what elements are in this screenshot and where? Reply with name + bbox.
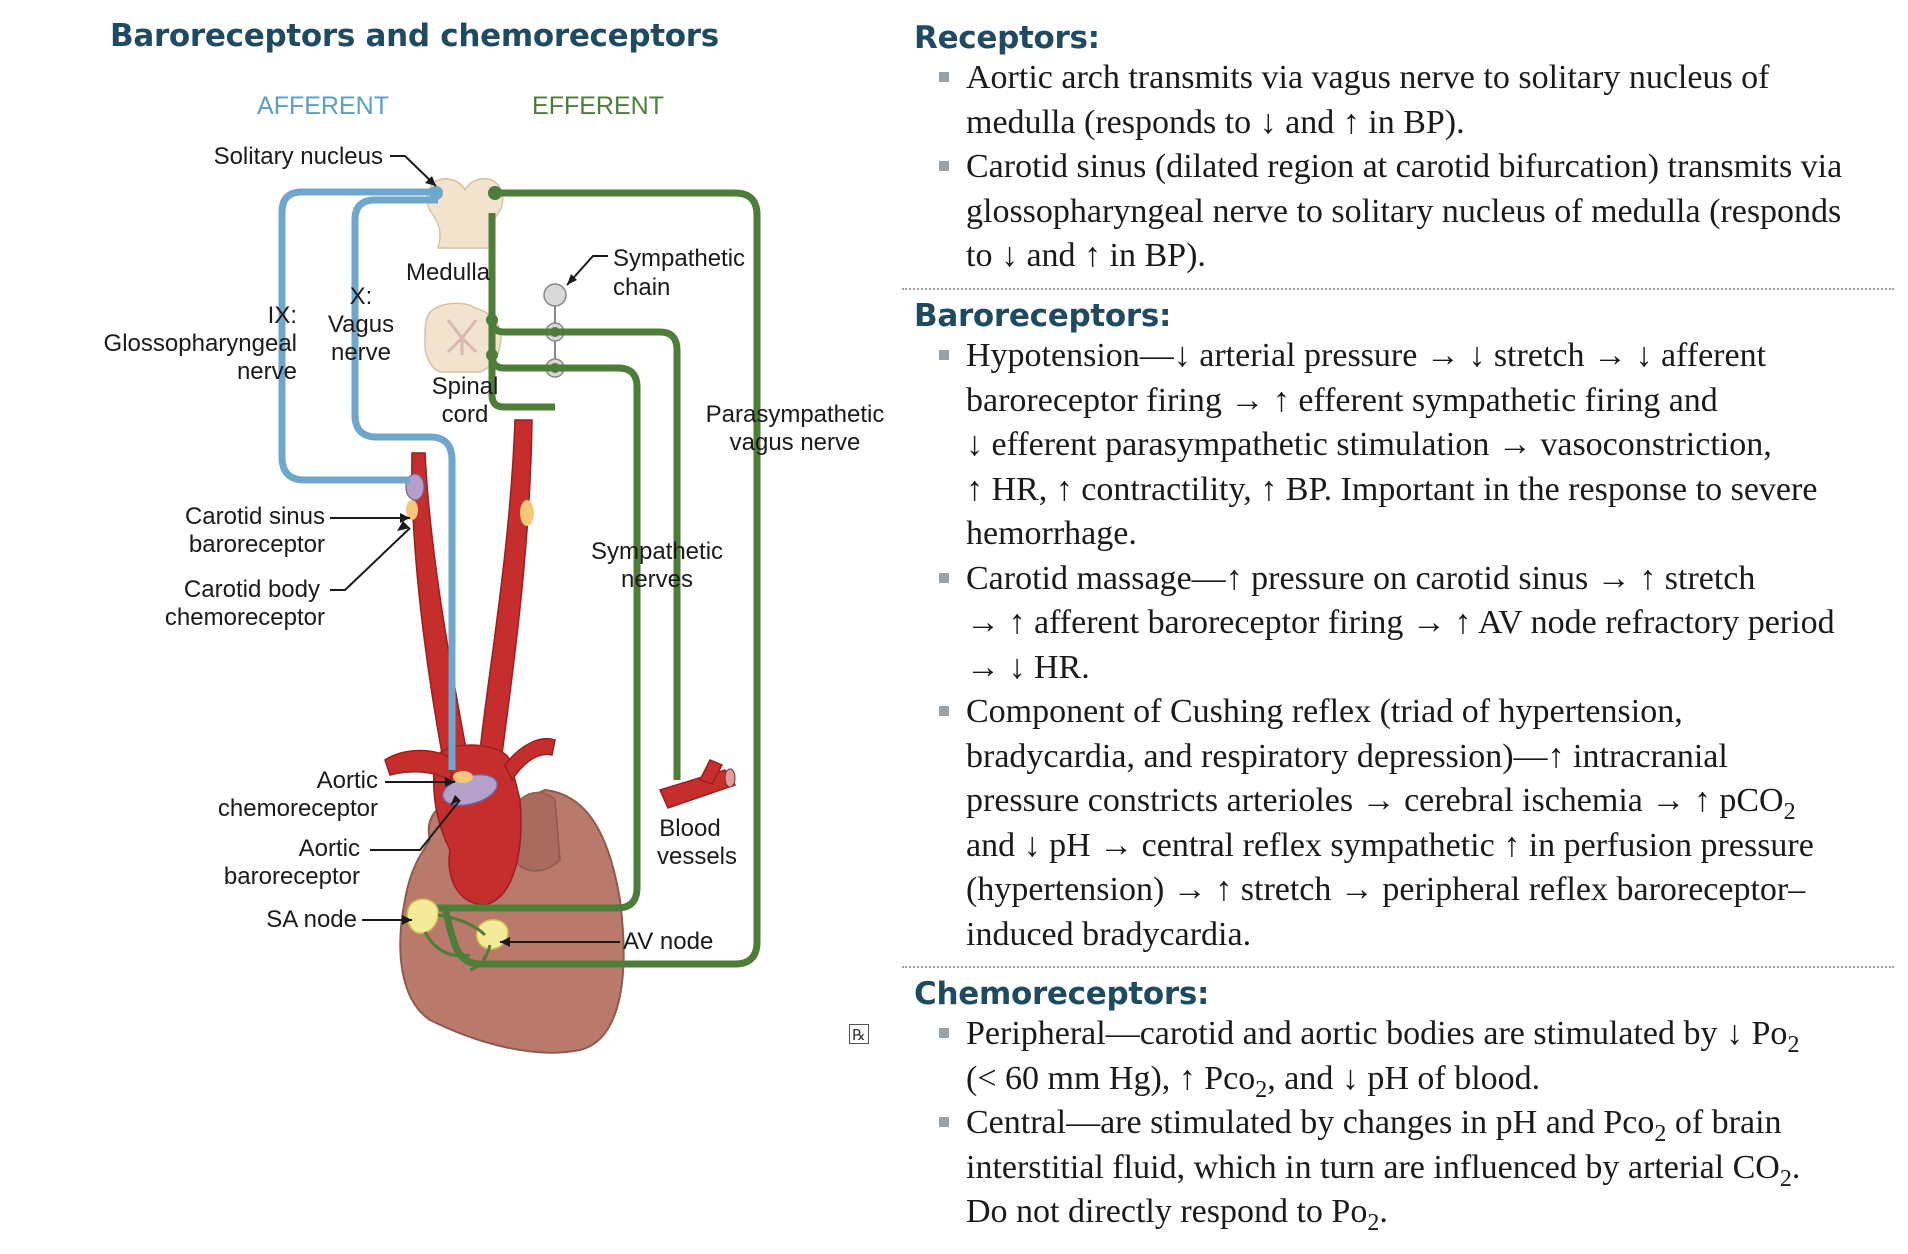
section-chemoreceptors: Chemoreceptors: Peripheral—carotid and a…: [914, 976, 1894, 1235]
list-item: Carotid massage—↑ pressure on carotid si…: [914, 557, 1894, 691]
item-line: ↑ HR, ↑ contractility, ↑ BP. Important i…: [966, 470, 1818, 508]
bullet-square-icon: [939, 72, 949, 82]
item-line: hemorrhage.: [966, 515, 1137, 552]
list-item: Peripheral—carotid and aortic bodies are…: [914, 1012, 1894, 1101]
diagram-title: Baroreceptors and chemoreceptors: [110, 18, 719, 54]
item-line: (< 60 mm Hg), ↑ Pco2, and ↓ pH of blood.: [966, 1059, 1541, 1103]
label-carotid-sinus-2: baroreceptor: [189, 531, 325, 558]
carotid-body-dot: [406, 500, 418, 520]
pointer-arrowheads: [397, 176, 577, 947]
item-line: Hypotension—↓ arterial pressure → ↓ stre…: [966, 337, 1767, 374]
aortic-chemoreceptor-dot: [453, 771, 473, 783]
label-vagus-2: Vagus: [328, 311, 394, 338]
label-blood-vessels-1: Blood: [659, 815, 720, 842]
section-receptors: Receptors: Aortic arch transmits via vag…: [914, 20, 1894, 279]
item-line: ↓ efferent parasympathetic stimulation →…: [966, 426, 1772, 463]
label-vagus-1: X:: [350, 283, 373, 310]
av-node: [475, 918, 509, 950]
bullet-square-icon: [939, 1028, 949, 1038]
chemoreceptors-list: Peripheral—carotid and aortic bodies are…: [914, 1012, 1894, 1235]
bullet-square-icon: [939, 572, 949, 583]
item-line: Central—are stimulated by changes in pH …: [966, 1104, 1782, 1147]
bullet-square-icon: [939, 161, 949, 171]
section-baroreceptors: Baroreceptors: Hypotension—↓ arterial pr…: [914, 298, 1894, 957]
right-carotid-body-dot: [520, 500, 534, 526]
label-aortic-baro-2: baroreceptor: [224, 863, 360, 890]
baroreceptor-diagram: AFFERENT EFFERENT: [104, 92, 885, 1054]
bullet-square-icon: [939, 1117, 949, 1127]
list-item: Central—are stimulated by changes in pH …: [914, 1101, 1894, 1235]
item-line: Do not directly respond to Po2.: [966, 1193, 1388, 1236]
list-item: Component of Cushing reflex (triad of hy…: [914, 690, 1894, 957]
label-glosso-3: nerve: [237, 358, 297, 385]
label-carotid-sinus-1: Carotid sinus: [185, 503, 325, 530]
label-solitary-nucleus: Solitary nucleus: [214, 143, 383, 170]
baroreceptors-list: Hypotension—↓ arterial pressure → ↓ stre…: [914, 334, 1894, 957]
list-item: Carotid sinus (dilated region at carotid…: [914, 145, 1894, 279]
blood-vessel: [658, 759, 737, 809]
label-sympathetic-nerves-2: nerves: [621, 566, 693, 593]
label-aortic-chemo-2: chemoreceptor: [218, 795, 378, 822]
item-line: bradycardia, and respiratory depression)…: [966, 737, 1728, 775]
item-line: and ↓ pH → central reflex sympathetic ↑ …: [966, 826, 1814, 864]
bullet-square-icon: [939, 350, 949, 360]
carotid-sinus-dot: [405, 473, 425, 501]
label-sympathetic-chain-2: chain: [613, 274, 670, 301]
label-glosso-2: Glossopharyngeal: [104, 330, 297, 357]
item-line: pressure constricts arterioles → cerebra…: [966, 782, 1796, 825]
item-line: Peripheral—carotid and aortic bodies are…: [966, 1015, 1800, 1058]
label-av-node: AV node: [623, 928, 713, 955]
item-line: induced bradycardia.: [966, 915, 1252, 953]
item-line: Component of Cushing reflex (triad of hy…: [966, 693, 1683, 730]
efferent-header: EFFERENT: [532, 92, 664, 120]
label-sa-node: SA node: [266, 906, 357, 933]
afferent-header: AFFERENT: [257, 92, 389, 120]
list-item: Aortic arch transmits via vagus nerve to…: [914, 56, 1894, 145]
section-title-receptors: Receptors:: [914, 20, 1100, 56]
label-medulla: Medulla: [406, 259, 491, 286]
item-line: (hypertension) → ↑ stretch → peripheral …: [966, 871, 1806, 908]
label-aortic-baro-1: Aortic: [299, 835, 360, 862]
node-nerve-fibers: [423, 913, 492, 972]
label-glosso-1: IX:: [268, 302, 297, 329]
section-title-chemoreceptors: Chemoreceptors:: [914, 976, 1210, 1012]
label-spinal-2: cord: [442, 401, 489, 428]
item-line: medulla (responds to ↓ and ↑ in BP).: [966, 103, 1465, 141]
label-parasympathetic-2: vagus nerve: [730, 429, 861, 456]
label-carotid-body-2: chemoreceptor: [165, 604, 325, 631]
label-carotid-body-1: Carotid body: [184, 576, 320, 603]
item-line: → ↓ HR.: [966, 648, 1090, 686]
label-aortic-chemo-1: Aortic: [317, 767, 378, 794]
label-parasympathetic-1: Parasympathetic: [706, 401, 885, 428]
item-line: interstitial fluid, which in turn are in…: [966, 1148, 1801, 1192]
list-item: Hypotension—↓ arterial pressure → ↓ stre…: [914, 334, 1894, 557]
item-line: Aortic arch transmits via vagus nerve to…: [966, 59, 1770, 96]
receptors-list: Aortic arch transmits via vagus nerve to…: [914, 56, 1894, 279]
section-title-baroreceptors: Baroreceptors:: [914, 298, 1172, 334]
medulla: [426, 178, 504, 249]
section-divider: [902, 288, 1894, 290]
afferent-terminal: [429, 186, 443, 200]
label-sympathetic-nerves-1: Sympathetic: [591, 538, 723, 565]
section-divider: [902, 966, 1894, 968]
label-sympathetic-chain-1: Sympathetic: [613, 245, 745, 272]
rx-icon: ℞: [849, 1024, 869, 1044]
item-line: Carotid massage—↑ pressure on carotid si…: [966, 559, 1756, 597]
afferent-nerves: [278, 188, 456, 770]
item-line: → ↑ afferent baroreceptor firing → ↑ AV …: [966, 604, 1835, 641]
item-line: to ↓ and ↑ in BP).: [966, 237, 1206, 274]
label-blood-vessels-2: vessels: [657, 843, 737, 870]
item-line: Carotid sinus (dilated region at carotid…: [966, 148, 1843, 185]
item-line: glossopharyngeal nerve to solitary nucle…: [966, 192, 1842, 230]
pointer-lines: [330, 155, 620, 943]
item-line: baroreceptor firing → ↑ efferent sympath…: [966, 381, 1718, 419]
bullet-square-icon: [939, 706, 949, 716]
label-vagus-3: nerve: [331, 339, 391, 366]
label-spinal-1: Spinal: [432, 373, 499, 400]
